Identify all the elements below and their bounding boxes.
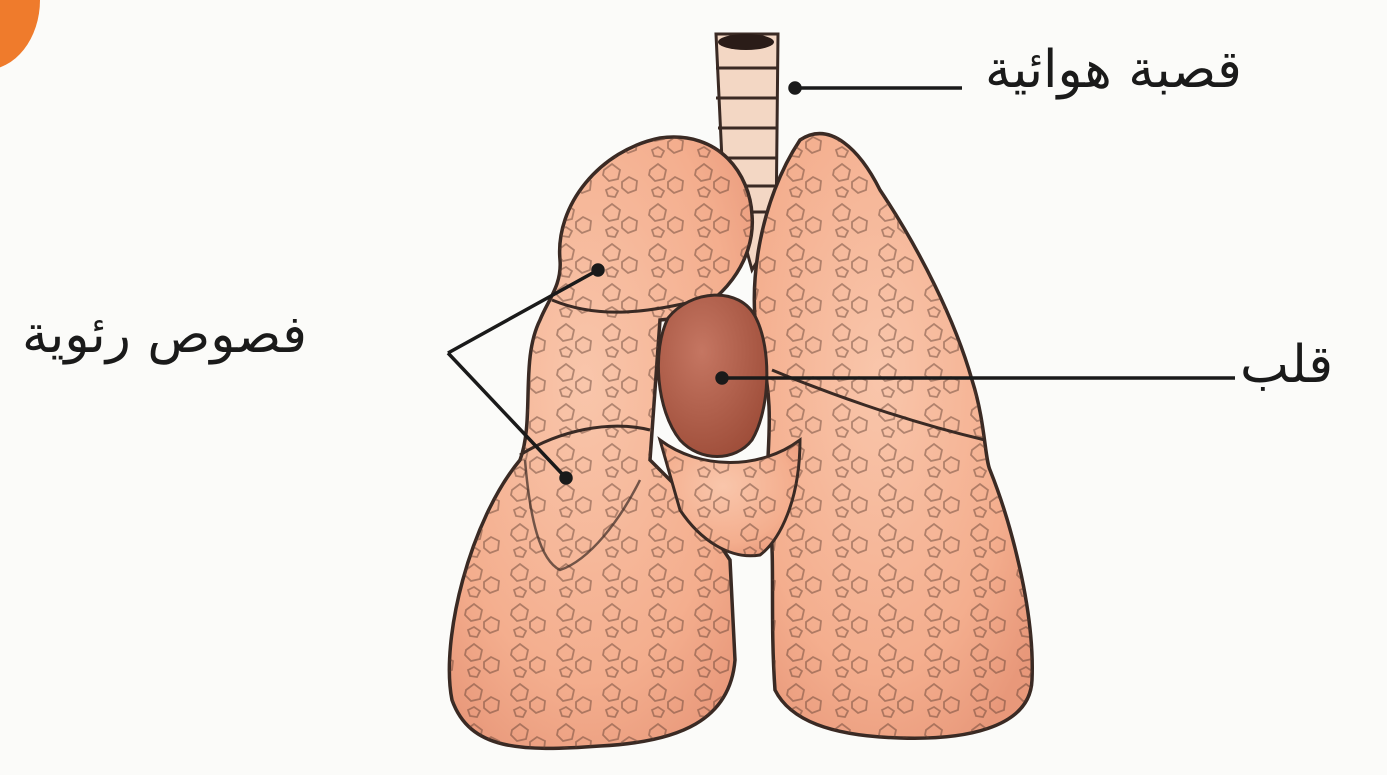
heart (658, 295, 766, 456)
label-heart: قلب (1240, 335, 1333, 395)
right-lung (754, 134, 1032, 739)
label-trachea: قصبة هوائية (985, 40, 1242, 100)
label-lung-lobes: فصوص رئوية (22, 305, 307, 365)
